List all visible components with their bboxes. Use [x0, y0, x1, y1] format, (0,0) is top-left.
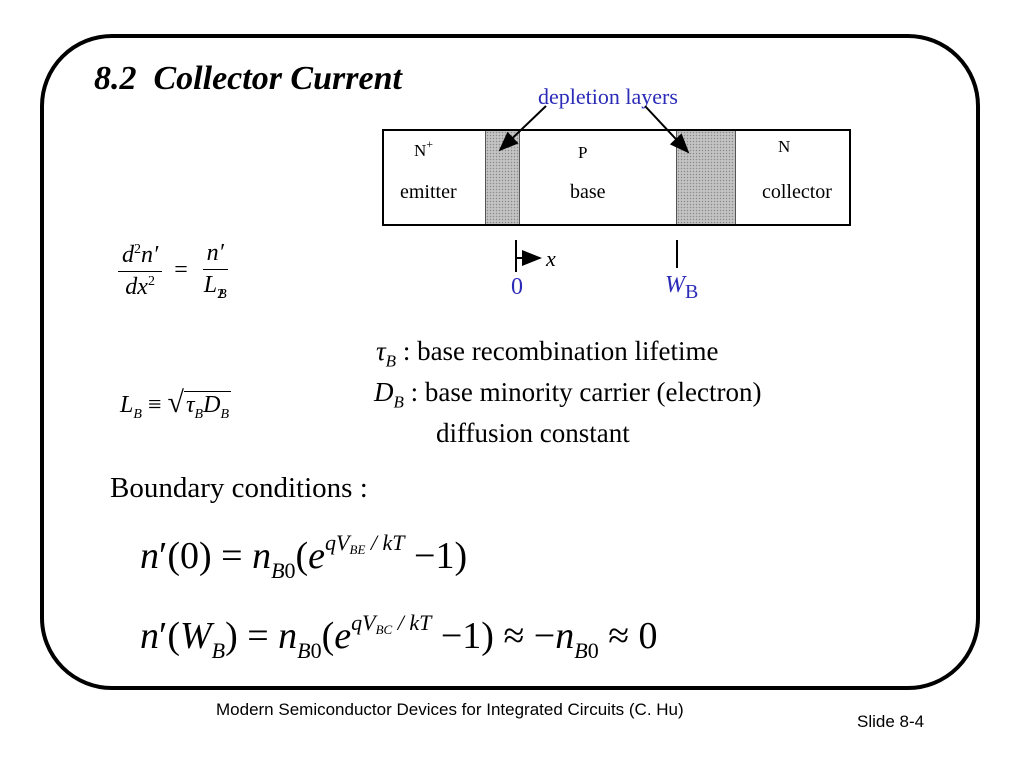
slide-title: 8.2 Collector Current — [94, 60, 402, 97]
collector-label: collector — [762, 181, 832, 203]
emitter-label: emitter — [400, 181, 457, 203]
base-doping: P — [578, 143, 588, 162]
tau-definition: τB : base recombination lifetime — [376, 336, 719, 371]
diffusion-equation: d2n′dx2 = n′L2B — [118, 240, 231, 303]
base-label: base — [570, 181, 606, 203]
slide-number: Slide 8-4 — [857, 712, 925, 731]
slide-frame — [40, 34, 980, 690]
arrow-to-emitter-depletion — [498, 105, 547, 152]
wb-label: WB — [665, 272, 699, 303]
origin-label: 0 — [511, 274, 523, 300]
collector-doping: N — [778, 137, 791, 156]
boundary-conditions-heading: Boundary conditions : — [110, 472, 368, 504]
d-definition-line2: diffusion constant — [436, 418, 630, 448]
d-definition: DB : base minority carrier (electron) — [374, 377, 762, 412]
arrow-to-collector-depletion — [644, 105, 690, 154]
boundary-equation-1: n′(0) = nB0(eqVBE / kT −1) — [140, 530, 468, 583]
boundary-equation-2: n′(WB) = nB0(eqVBC / kT −1) ≈ −nB0 ≈ 0 — [140, 610, 658, 663]
diffusion-length-equation: LB ≡ √τBDB — [120, 386, 231, 422]
x-axis-label: x — [546, 246, 556, 271]
depletion-layers-label: depletion layers — [538, 84, 678, 109]
emitter-doping: N+ — [414, 137, 434, 160]
footer-text: Modern Semiconductor Devices for Integra… — [216, 700, 684, 719]
